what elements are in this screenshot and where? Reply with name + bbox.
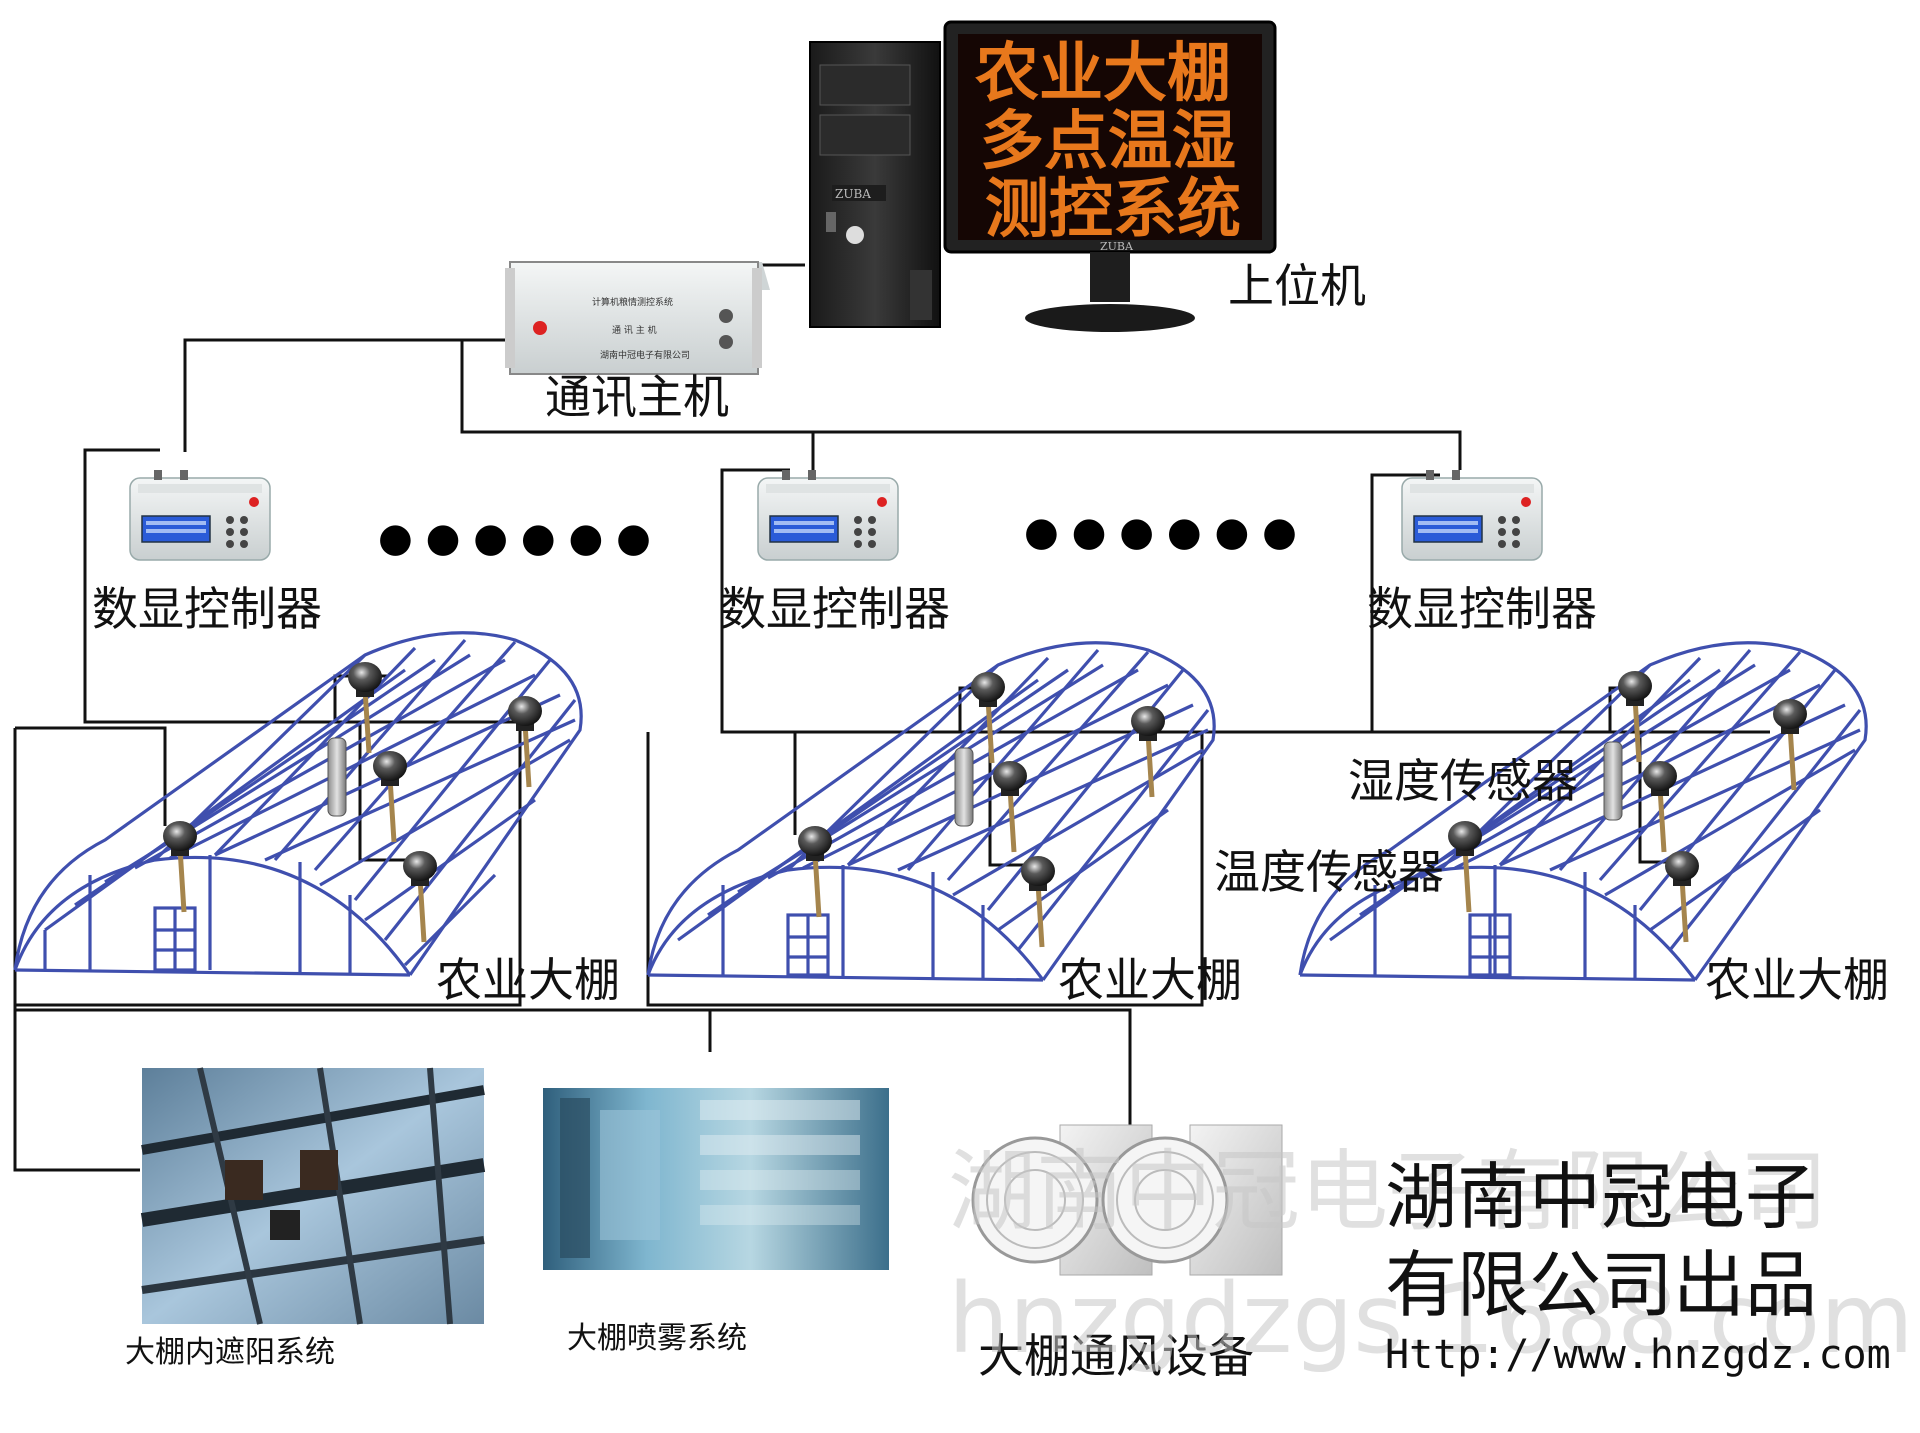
greenhouse-1 <box>13 631 583 977</box>
screen-line-3: 测控系统 <box>985 172 1241 247</box>
greenhouse-3-label: 农业大棚 <box>1705 953 1889 1007</box>
ventilation-fans <box>971 1124 1283 1276</box>
gh1-temp-sensor-e <box>403 851 437 942</box>
brand-line-1: 湖南中冠电子 <box>1385 1155 1817 1239</box>
gh2-temp-sensor-d <box>798 826 832 917</box>
gh3-temp-sensor-b <box>1773 699 1807 790</box>
gh2-temp-sensor-c <box>993 761 1027 852</box>
host-panel-company: 湖南中冠电子有限公司 <box>600 349 690 361</box>
shading-system-photo <box>140 1067 486 1325</box>
brand-url: Http://www.hnzgdz.com <box>1385 1332 1891 1378</box>
case-brand: ZUBA <box>835 187 871 201</box>
spray-system-photo <box>543 1088 889 1270</box>
controller-2 <box>757 469 899 561</box>
watermark-site: hnzgdzgs.1688.com <box>948 1263 1914 1375</box>
controller-1-label: 数显控制器 <box>92 582 322 636</box>
ventilation-label: 大棚通风设备 <box>978 1329 1254 1383</box>
pc-monitor: 农业大棚 多点温湿 测控系统 ZUBA <box>943 20 1277 332</box>
gh3-temp-sensor-e <box>1665 851 1699 942</box>
monitor-brand: ZUBA <box>1100 240 1134 253</box>
spray-system-label: 大棚喷雾系统 <box>567 1321 747 1356</box>
ellipsis-1: ● ● ● ● ● ● <box>378 515 651 561</box>
gh1-temp-sensor-d <box>163 821 197 912</box>
brand-line-2: 有限公司出品 <box>1385 1243 1817 1327</box>
watermark-company: 湖南中冠电子有限公司 <box>948 1140 1828 1243</box>
gh1-humidity-sensor <box>327 737 347 817</box>
screen-line-1: 农业大棚 <box>975 36 1231 111</box>
controller-1 <box>129 469 271 561</box>
pc-label: 上位机 <box>1228 259 1366 313</box>
comm-host-label: 通讯主机 <box>545 370 729 424</box>
greenhouse-3 <box>1298 641 1868 982</box>
greenhouse-2 <box>646 641 1216 982</box>
controller-3 <box>1401 469 1543 561</box>
gh3-humidity-sensor <box>1603 741 1623 821</box>
host-panel-title: 计算机粮情测控系统 <box>592 296 673 308</box>
controller-2-label: 数显控制器 <box>720 582 950 636</box>
gh2-temp-sensor-e <box>1021 856 1055 947</box>
host-panel-sub: 通 讯 主 机 <box>612 324 657 336</box>
gh2-humidity-sensor <box>954 747 974 827</box>
comm-host-device: 计算机粮情测控系统 通 讯 主 机 湖南中冠电子有限公司 <box>505 261 770 375</box>
humidity-sensor-label: 湿度传感器 <box>1348 754 1578 808</box>
shading-system-label: 大棚内遮阳系统 <box>125 1335 335 1370</box>
greenhouse-2-label: 农业大棚 <box>1058 953 1242 1007</box>
controller-3-label: 数显控制器 <box>1367 582 1597 636</box>
pc-tower: ZUBA <box>809 41 941 328</box>
screen-line-2: 多点温湿 <box>980 104 1236 179</box>
temperature-sensor-label: 温度传感器 <box>1214 845 1444 899</box>
ellipsis-2: ● ● ● ● ● ● <box>1024 509 1297 555</box>
gh3-temp-sensor-c <box>1643 761 1677 852</box>
greenhouse-1-label: 农业大棚 <box>436 953 620 1007</box>
